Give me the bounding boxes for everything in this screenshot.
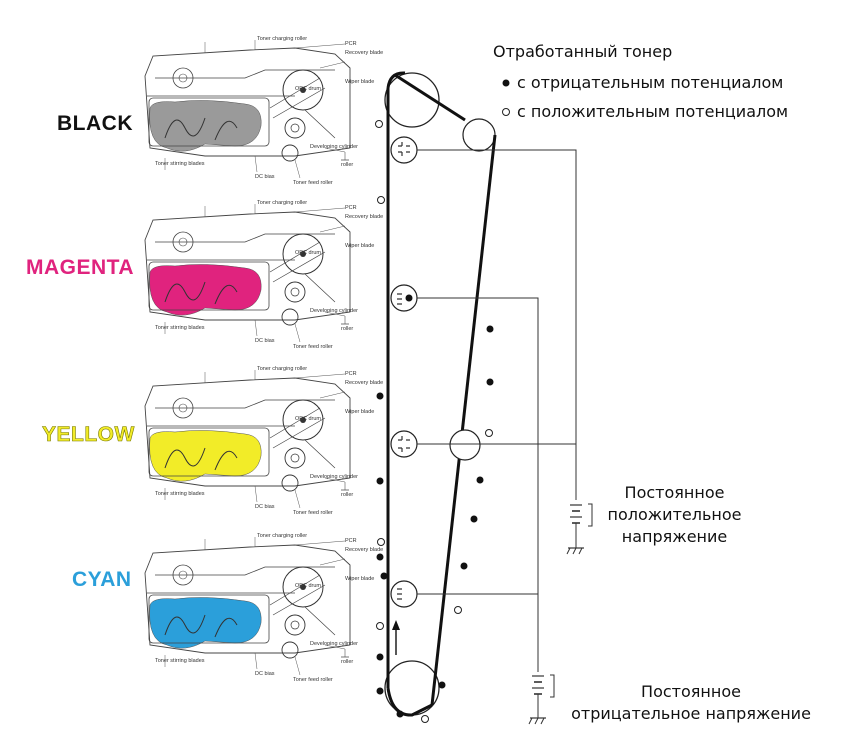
cyan-cartridge-label: CYAN (72, 568, 132, 591)
part-label-developing-cylinder: Developing cylinder (310, 641, 358, 647)
wiring (417, 149, 593, 725)
part-label-toner-charging-roller: Toner charging roller (257, 366, 307, 372)
part-label-recovery-blade: Recovery blade (345, 214, 383, 220)
yellow-cartridge-label: YELLOW (42, 423, 135, 447)
part-label-toner-charging-roller: Toner charging roller (257, 36, 307, 42)
toner-fill-black (149, 100, 262, 152)
transfer-roller-3 (390, 430, 418, 458)
part-label-wiper-blade: Wiper blade (345, 576, 374, 582)
part-label-toner-charging-roller: Toner charging roller (257, 200, 307, 206)
part-label-toner-feed-roller: Toner feed roller (293, 677, 333, 683)
part-label-roller: roller (341, 659, 353, 665)
negative-voltage-label: Постоянное отрицательное напряжение (555, 681, 827, 725)
transfer-roller-4 (390, 580, 418, 608)
part-label-developing-cylinder: Developing cylinder (310, 144, 358, 150)
toner-fill-cyan (149, 597, 262, 649)
positive-voltage-label: Постоянное положительное напряжение (592, 482, 757, 548)
part-label-toner-stirring-blades: Toner stirring blades (155, 325, 205, 331)
negative-battery-icon (528, 674, 555, 725)
part-label-toner-feed-roller: Toner feed roller (293, 510, 333, 516)
part-label-dc-bias: DC bias (255, 338, 275, 344)
legend-negative: с отрицательным потенциалом (517, 73, 784, 92)
part-label-pcr: PCR (345, 205, 357, 211)
toner-particles (375, 79, 510, 723)
part-label-recovery-blade: Recovery blade (345, 380, 383, 386)
part-label-toner-stirring-blades: Toner stirring blades (155, 161, 205, 167)
part-label-roller: roller (341, 326, 353, 332)
part-label-pcr: PCR (345, 41, 357, 47)
positive-voltage-line2: положительное (607, 505, 742, 524)
legend-positive-marker (502, 108, 510, 116)
part-label-developing-cylinder: Developing cylinder (310, 474, 358, 480)
top-left-roller (384, 72, 440, 128)
negative-voltage-line1: Постоянное (641, 682, 741, 701)
magenta-cartridge-label: MAGENTA (26, 256, 135, 279)
part-label-dc-bias: DC bias (255, 174, 275, 180)
black-cartridge-label: BLACK (57, 112, 133, 135)
part-label-toner-charging-roller: Toner charging roller (257, 533, 307, 539)
part-label-toner-stirring-blades: Toner stirring blades (155, 658, 205, 664)
part-label-toner-feed-roller: Toner feed roller (293, 180, 333, 186)
part-label-pcr: PCR (345, 371, 357, 377)
part-label-wiper-blade: Wiper blade (345, 243, 374, 249)
idler-roller (449, 429, 481, 461)
part-label-opc-drum: OPC drum (295, 86, 321, 92)
top-right-roller (462, 118, 496, 152)
part-label-roller: roller (341, 162, 353, 168)
part-label-wiper-blade: Wiper blade (345, 409, 374, 415)
part-label-opc-drum: OPC drum (295, 583, 321, 589)
positive-voltage-line3: напряжение (621, 527, 728, 546)
part-label-opc-drum: OPC drum (295, 416, 321, 422)
transfer-roller-2 (390, 284, 418, 312)
negative-voltage-line2: отрицательное напряжение (571, 704, 811, 723)
positive-battery-icon (566, 503, 593, 555)
legend-negative-marker (502, 79, 510, 87)
part-label-dc-bias: DC bias (255, 504, 275, 510)
part-label-developing-cylinder: Developing cylinder (310, 308, 358, 314)
part-label-recovery-blade: Recovery blade (345, 50, 383, 56)
part-label-pcr: PCR (345, 538, 357, 544)
waste-toner-title: Отработанный тонер (493, 42, 673, 61)
part-label-toner-feed-roller: Toner feed roller (293, 344, 333, 350)
part-label-roller: roller (341, 492, 353, 498)
part-label-recovery-blade: Recovery blade (345, 547, 383, 553)
part-label-dc-bias: DC bias (255, 671, 275, 677)
transfer-belt (384, 71, 497, 717)
transfer-roller-1 (390, 136, 418, 164)
toner-fill-yellow (149, 430, 262, 482)
legend-positive: с положительным потенциалом (517, 102, 789, 121)
part-label-toner-stirring-blades: Toner stirring blades (155, 491, 205, 497)
positive-voltage-line1: Постоянное (624, 483, 725, 502)
part-label-opc-drum: OPC drum (295, 250, 321, 256)
toner-fill-magenta (149, 264, 262, 316)
part-label-wiper-blade: Wiper blade (345, 79, 374, 85)
